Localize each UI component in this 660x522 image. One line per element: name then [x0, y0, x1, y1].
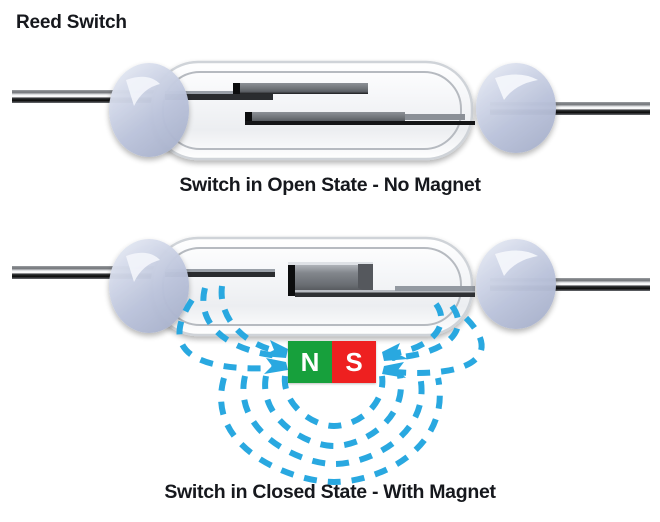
- glass-bulb-right: [476, 239, 556, 329]
- diagram-closed-state: [0, 226, 660, 356]
- reed-blade-lower: [295, 286, 475, 297]
- field-line-loop: [218, 377, 443, 486]
- field-line-arc: [218, 285, 283, 355]
- magnetic-field-lines: [0, 226, 660, 486]
- reed-blade-upper: [165, 269, 275, 277]
- reed-blade-lower: [245, 112, 475, 125]
- reed-blade-upper: [165, 83, 368, 100]
- arrow-right-icon: [382, 362, 406, 378]
- diagram-open-state: [0, 50, 660, 180]
- bar-magnet: N S: [288, 341, 376, 383]
- field-line-arc: [176, 298, 277, 372]
- field-arrowheads: [262, 340, 408, 378]
- magnet-north-label: N: [300, 347, 320, 377]
- field-line-arc: [200, 287, 279, 359]
- glass-bulb-left: [109, 63, 189, 157]
- field-line-loop: [281, 375, 386, 430]
- page-title: Reed Switch: [16, 12, 127, 33]
- arrow-right-icon: [382, 343, 408, 361]
- arrow-left-icon: [262, 340, 288, 358]
- magnet-north-pole: N: [288, 341, 332, 383]
- field-line-arc: [391, 304, 461, 361]
- field-line-arc: [393, 315, 485, 376]
- field-line-arc: [387, 302, 445, 357]
- arrow-left-icon: [264, 358, 288, 374]
- field-line-group: [176, 285, 485, 486]
- magnet-south-label: S: [345, 347, 363, 377]
- caption-open-state: Switch in Open State - No Magnet: [179, 174, 481, 196]
- magnet-south-pole: S: [332, 341, 376, 383]
- glass-envelope: [150, 60, 474, 161]
- glass-bulb-left: [109, 239, 189, 333]
- glass-bulb-right: [476, 63, 556, 153]
- caption-closed-state: Switch in Closed State - With Magnet: [164, 481, 496, 503]
- field-line-loop: [262, 375, 404, 450]
- reed-contact-closed: [288, 262, 373, 296]
- field-line-loop: [240, 375, 425, 468]
